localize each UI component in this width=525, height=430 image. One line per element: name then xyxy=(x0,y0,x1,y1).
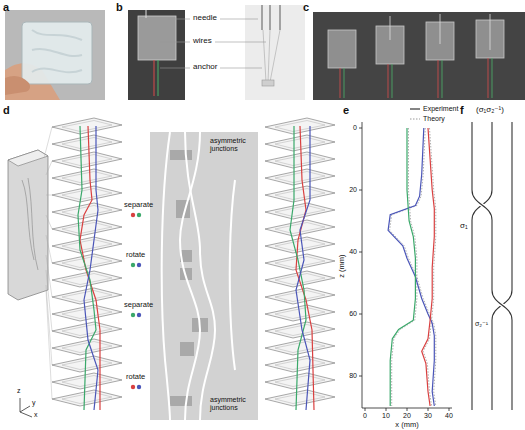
tick-label: 0 xyxy=(363,412,367,420)
step-label: separate xyxy=(124,201,153,209)
legend-sample xyxy=(410,108,420,109)
step-label: separate xyxy=(124,301,153,309)
axis-label: z (mm) xyxy=(338,254,346,277)
junction-label: asymmetric junctions xyxy=(209,136,257,153)
step-label: rotate xyxy=(126,251,145,259)
step-label: rotate xyxy=(126,373,145,381)
tick-label: 20 xyxy=(403,412,411,420)
axis-label: x xyxy=(34,411,38,419)
junction-label: asymmetric junctions xyxy=(209,395,257,412)
panel-letter: d xyxy=(3,104,10,116)
tick-label: 30 xyxy=(424,412,432,420)
panel-letter: e xyxy=(343,104,349,116)
braid-label: σ₁ xyxy=(460,222,468,231)
legend-sample xyxy=(410,119,420,120)
panel-letter: f xyxy=(460,104,464,116)
braid-label: σ₂⁻¹ xyxy=(475,320,488,328)
axis-label: y xyxy=(32,399,36,407)
panel-letter: b xyxy=(116,1,123,13)
axis-label: z xyxy=(17,387,21,395)
braid-label: (σ₁σ₂⁻¹) xyxy=(476,106,504,115)
tick-label: 10 xyxy=(382,412,390,420)
axis-label: x (mm) xyxy=(395,421,418,429)
part-label: anchor xyxy=(193,63,217,72)
legend-text: Experiment xyxy=(423,105,458,113)
tick-label: 0 xyxy=(353,124,357,132)
part-label: wires xyxy=(193,37,212,46)
legend-text: Theory xyxy=(423,115,445,123)
panel-letter: a xyxy=(3,1,9,13)
part-label: needle xyxy=(193,14,217,23)
tick-label: 20 xyxy=(349,186,357,194)
panel-letter: c xyxy=(303,1,309,13)
tick-label: 40 xyxy=(349,248,357,256)
tick-label: 40 xyxy=(445,412,453,420)
tick-label: 60 xyxy=(349,310,357,318)
tick-label: 80 xyxy=(349,372,357,380)
